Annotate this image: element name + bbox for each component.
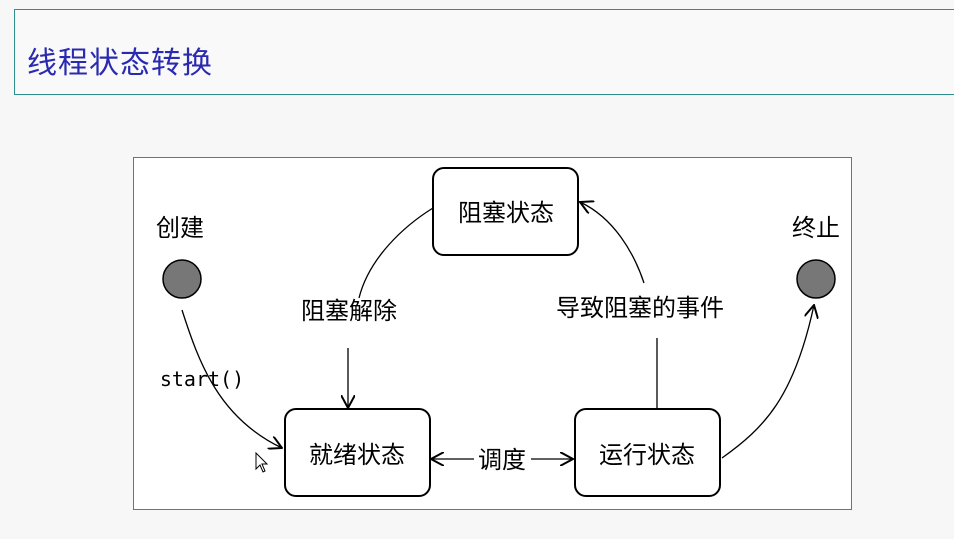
- state-diagram: 创建 终止 阻塞状态 就绪状态 运行状态 start() 阻塞解除 导致阻塞的事…: [156, 167, 840, 497]
- mouse-cursor-icon: [255, 452, 269, 473]
- end-label: 终止: [792, 214, 840, 242]
- end-node: [796, 259, 836, 299]
- state-blocked-label: 阻塞状态: [458, 199, 554, 227]
- title-box: 线程状态转换: [14, 9, 954, 95]
- transition-unblock-label: 阻塞解除: [301, 297, 397, 325]
- edge-unblock: [348, 207, 434, 408]
- page-title: 线程状态转换: [27, 46, 213, 81]
- state-blocked: [432, 167, 579, 256]
- edge-terminate: [721, 305, 814, 459]
- edge-block-event: [580, 202, 658, 409]
- state-running: [574, 408, 721, 497]
- state-running-label: 运行状态: [599, 441, 695, 469]
- start-label: 创建: [156, 214, 204, 242]
- start-node: [162, 259, 202, 299]
- state-ready: [284, 408, 431, 497]
- transition-start-label: start(): [160, 367, 244, 391]
- diagram-frame: 创建 终止 阻塞状态 就绪状态 运行状态 start() 阻塞解除 导致阻塞的事…: [133, 157, 852, 510]
- transition-block-event-label: 导致阻塞的事件: [556, 294, 724, 322]
- state-ready-label: 就绪状态: [309, 441, 405, 469]
- transition-schedule-label: 调度: [478, 446, 526, 474]
- edge-start: [181, 309, 282, 448]
